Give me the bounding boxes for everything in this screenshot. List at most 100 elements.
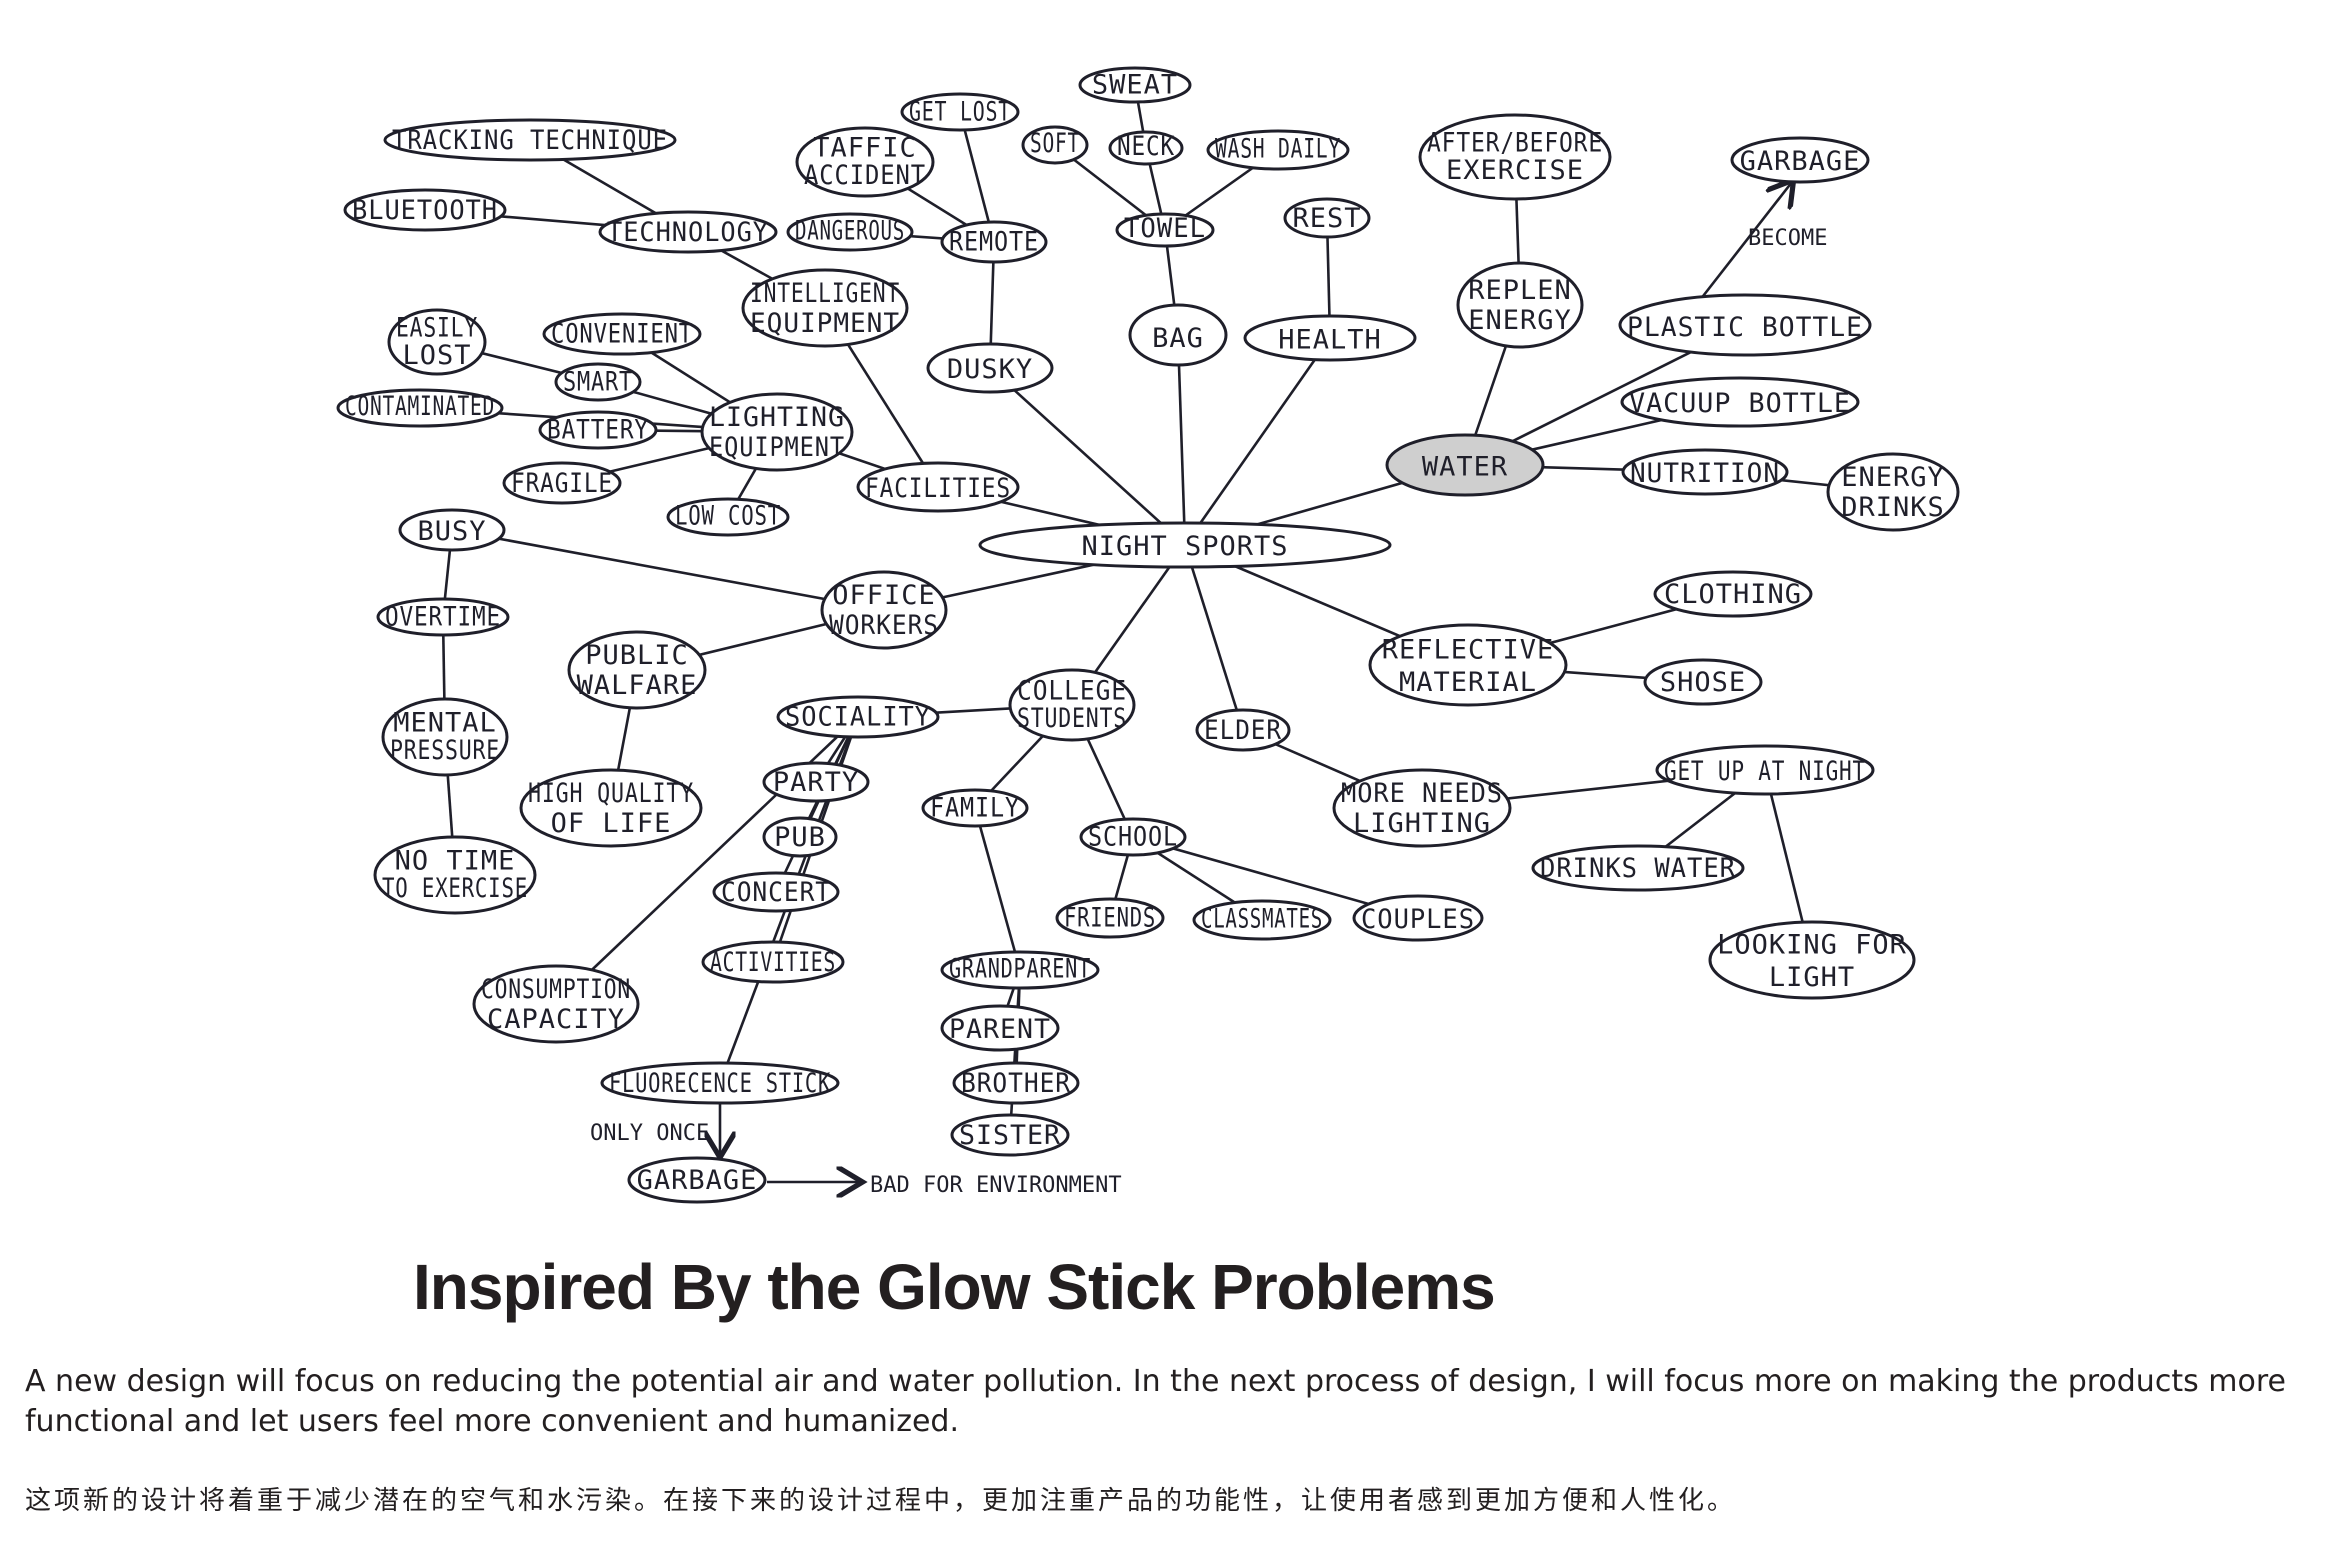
description-chinese: 这项新的设计将着重于减少潜在的空气和水污染。在接下来的设计过程中，更加注重产品的… bbox=[25, 1486, 1737, 1516]
node-pub: PUB bbox=[762, 816, 838, 858]
node-school: SCHOOL bbox=[1079, 817, 1187, 857]
page-title: Inspired By the Glow Stick Problems bbox=[413, 1251, 1496, 1323]
node-label: NUTRITION bbox=[1630, 458, 1780, 489]
node-brother: BROTHER bbox=[952, 1061, 1080, 1105]
node-bubble bbox=[538, 410, 658, 450]
node-bubble bbox=[1708, 920, 1916, 1000]
node-label: FRAGILE bbox=[511, 468, 613, 499]
node-label: OVERTIME bbox=[385, 601, 501, 632]
node-label: BLUETOOTH bbox=[352, 195, 498, 226]
node-label: DRINKS WATER bbox=[1540, 853, 1736, 884]
node-label: MATERIAL bbox=[1399, 667, 1537, 698]
node-bubble bbox=[940, 220, 1048, 264]
node-bubble bbox=[856, 461, 1020, 513]
node-label: BUSY bbox=[417, 516, 486, 547]
node-water: WATER bbox=[1385, 433, 1545, 497]
node-rest: REST bbox=[1283, 197, 1371, 239]
node-label: SMART bbox=[563, 366, 633, 397]
node-label: PLASTIC BOTTLE bbox=[1627, 312, 1863, 343]
node-label: BROTHER bbox=[961, 1068, 1071, 1099]
node-label: NECK bbox=[1117, 131, 1175, 162]
node-bubble bbox=[1078, 66, 1192, 104]
node-nutrition: NUTRITION bbox=[1621, 448, 1789, 496]
node-label: LOW COST bbox=[675, 501, 781, 532]
node-bluetooth: BLUETOOTH bbox=[343, 188, 507, 232]
node-bubble bbox=[712, 871, 840, 913]
node-label: EASILY bbox=[396, 313, 478, 344]
node-bubble bbox=[1115, 212, 1215, 248]
node-label: LIGHTING bbox=[709, 402, 845, 433]
node-bubble bbox=[343, 188, 507, 232]
node-label: TRACKING TECHNIQUE bbox=[392, 125, 668, 156]
node-bubble bbox=[1283, 197, 1371, 239]
node-bubble bbox=[1655, 744, 1875, 796]
connector-night_sports-dusky bbox=[989, 367, 1186, 546]
node-bubble bbox=[542, 312, 702, 356]
node-activities: ACTIVITIES bbox=[701, 940, 845, 984]
node-label: GARBAGE bbox=[1740, 146, 1861, 177]
node-bubble bbox=[1456, 261, 1584, 349]
node-bubble bbox=[1730, 136, 1870, 184]
node-bubble bbox=[373, 835, 537, 915]
node-elder: ELDER bbox=[1195, 708, 1291, 752]
node-bubble bbox=[940, 950, 1100, 990]
node-label: GET LOST bbox=[909, 96, 1011, 127]
node-label: INTELLIGENT bbox=[750, 278, 900, 309]
node-label: WASH DAILY bbox=[1215, 134, 1341, 165]
node-bubble bbox=[502, 461, 622, 505]
node-label: VACUUP BOTTLE bbox=[1629, 388, 1851, 419]
node-label: PRESSURE bbox=[390, 735, 500, 766]
node-label: CONVENIENT bbox=[551, 318, 693, 349]
node-bag: BAG bbox=[1128, 303, 1228, 367]
node-label: CONSUMPTION bbox=[481, 974, 631, 1005]
node-sociality: SOCIALITY bbox=[776, 695, 940, 739]
node-bubble bbox=[926, 342, 1054, 394]
connector-night_sports-health bbox=[1183, 337, 1332, 546]
node-label: CONTAMINATED bbox=[345, 391, 495, 422]
node-bubble bbox=[762, 761, 870, 803]
node-soft: SOFT bbox=[1021, 125, 1089, 165]
node-label: FLUORECENCE STICK bbox=[609, 1068, 831, 1099]
node-bubble bbox=[598, 210, 778, 254]
node-bubble bbox=[795, 126, 935, 198]
node-garbage-top: GARBAGE bbox=[1730, 136, 1870, 184]
node-bubble bbox=[952, 1061, 1080, 1105]
node-bubble bbox=[1368, 623, 1568, 707]
node-label: PARTY bbox=[773, 767, 859, 798]
node-bubble bbox=[1192, 899, 1332, 941]
node-label: COLLEGE bbox=[1017, 676, 1127, 707]
node-label: STUDENTS bbox=[1017, 703, 1127, 734]
node-busy: BUSY bbox=[398, 508, 506, 552]
node-label: HEALTH bbox=[1278, 325, 1382, 356]
node-label: MENTAL bbox=[393, 708, 497, 739]
node-wash-daily: WASH DAILY bbox=[1206, 129, 1350, 171]
node-convenient: CONVENIENT bbox=[542, 312, 702, 356]
node-party: PARTY bbox=[762, 761, 870, 803]
node-drinks-water: DRINKS WATER bbox=[1531, 844, 1745, 892]
node-vacuum-bottle: VACUUP BOTTLE bbox=[1620, 376, 1860, 428]
node-bubble bbox=[472, 964, 640, 1044]
mind-map-nodes: NIGHT SPORTS WATER PLASTIC BOTTLE GARBAGE VA… bbox=[336, 66, 1960, 1204]
node-label: CAPACITY bbox=[487, 1004, 625, 1035]
node-label: REPLEN bbox=[1468, 275, 1572, 306]
node-classmates: CLASSMATES bbox=[1192, 899, 1332, 941]
node-bubble bbox=[820, 570, 948, 650]
node-label: MORE NEEDS bbox=[1341, 778, 1503, 809]
node-bubble bbox=[1128, 303, 1228, 367]
node-night-sports: NIGHT SPORTS bbox=[978, 521, 1392, 569]
node-family: FAMILY bbox=[921, 788, 1029, 828]
node-bubble bbox=[700, 392, 854, 472]
node-dusky: DUSKY bbox=[926, 342, 1054, 394]
node-bubble bbox=[1621, 448, 1789, 496]
node-bubble bbox=[336, 388, 504, 428]
node-sister: SISTER bbox=[950, 1113, 1070, 1157]
node-bubble bbox=[1021, 125, 1089, 165]
